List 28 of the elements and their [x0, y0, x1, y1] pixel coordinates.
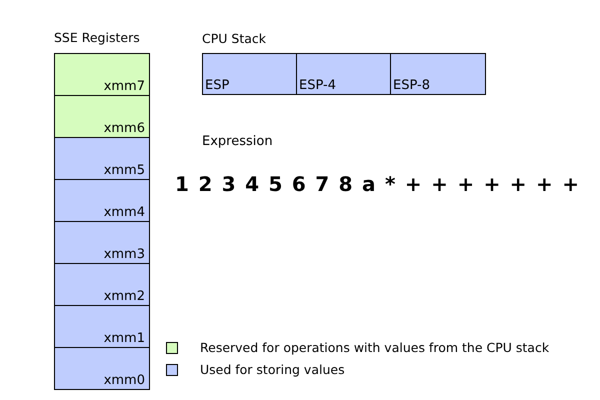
register-cell — [54, 53, 150, 96]
register-cell — [54, 305, 150, 348]
legend-text: Reserved for operations with values from the CPU stack — [200, 340, 550, 356]
stack-slot-label: ESP-8 — [393, 78, 430, 93]
expression-heading: Expression — [202, 134, 273, 150]
register-cell — [54, 221, 150, 264]
register-cell — [54, 179, 150, 222]
register-name: xmm4 — [104, 205, 145, 220]
postfix-expression: 1 2 3 4 5 6 7 8 a * + + + + + + + — [175, 172, 579, 196]
section-heading: SSE Registers — [54, 30, 140, 46]
register-cell — [54, 263, 150, 306]
register-cell — [54, 347, 150, 390]
stack-slot-label: ESP — [205, 78, 230, 93]
register-name: xmm6 — [104, 121, 145, 136]
stack-slot — [390, 53, 486, 95]
register-name: xmm0 — [104, 373, 145, 388]
register-cell — [54, 95, 150, 138]
stack-slot-label: ESP-4 — [299, 78, 336, 93]
register-name: xmm3 — [104, 247, 145, 262]
legend-text: Used for storing values — [200, 362, 345, 378]
stack-slot — [296, 53, 391, 95]
section-heading: CPU Stack — [202, 31, 266, 47]
register-name: xmm7 — [104, 79, 145, 94]
stack-slot — [202, 53, 297, 95]
register-name: xmm2 — [104, 289, 145, 304]
register-name: xmm1 — [104, 331, 145, 346]
register-cell — [54, 137, 150, 180]
register-name: xmm5 — [104, 163, 145, 178]
